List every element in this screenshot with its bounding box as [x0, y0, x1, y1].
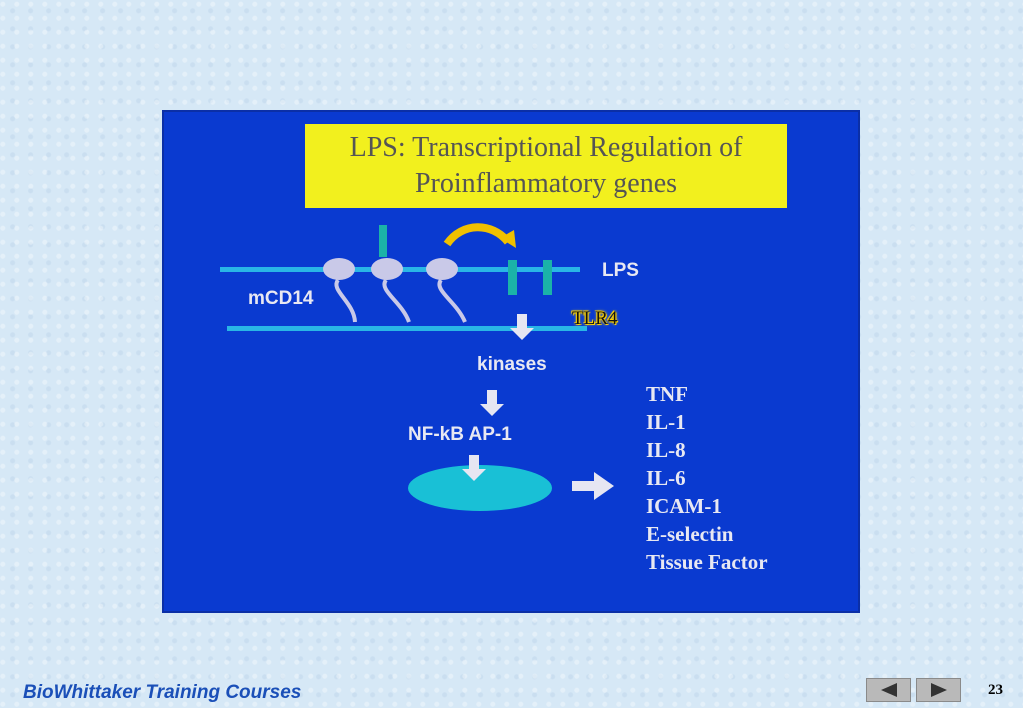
tlr4-bar-1 [508, 260, 517, 295]
tlr4-label: TLR4 [572, 308, 618, 329]
mcd14-receptor-3 [426, 258, 467, 323]
inner-membrane-line [227, 326, 587, 331]
gene-item: IL-8 [646, 438, 686, 462]
title-line-2: Proinflammatory genes [414, 168, 678, 199]
transfer-arrow-icon [443, 223, 512, 247]
lps-bound-bar [379, 225, 387, 257]
gene-item: TNF [646, 382, 688, 406]
down-arrow-icon [480, 390, 504, 416]
next-slide-button[interactable] [916, 678, 961, 702]
gene-item: Tissue Factor [646, 550, 768, 574]
left-triangle-icon [880, 683, 897, 697]
right-arrow-icon [572, 472, 614, 500]
nfkb-ap1-label: NF-kB AP-1 [408, 424, 512, 445]
title-line-1: LPS: Transcriptional Regulation of [349, 132, 743, 163]
tlr4-bar-2 [543, 260, 552, 295]
mcd14-receptor-1 [323, 258, 357, 323]
gene-item: ICAM-1 [646, 494, 722, 518]
down-arrow-icon [462, 455, 486, 481]
gene-item: IL-1 [646, 410, 686, 434]
previous-slide-button[interactable] [866, 678, 911, 702]
gene-item: E-selectin [646, 522, 734, 546]
course-footer: BioWhittaker Training Courses [23, 682, 302, 703]
slide-panel: LPS: Transcriptional Regulation of Proin… [162, 110, 860, 613]
pathway-diagram [220, 223, 614, 511]
kinases-label: kinases [477, 354, 547, 375]
mcd14-receptor-2 [371, 258, 411, 323]
right-triangle-icon [930, 683, 947, 697]
down-arrow-icon [510, 314, 534, 340]
gene-item: IL-6 [646, 466, 686, 490]
nucleus-oval [408, 465, 552, 511]
transfer-arrowhead-icon [500, 230, 516, 248]
lps-label: LPS [602, 260, 639, 281]
slide-title: LPS: Transcriptional Regulation of Proin… [305, 124, 787, 208]
page-number: 23 [988, 682, 1003, 698]
mcd14-label: mCD14 [248, 288, 314, 309]
